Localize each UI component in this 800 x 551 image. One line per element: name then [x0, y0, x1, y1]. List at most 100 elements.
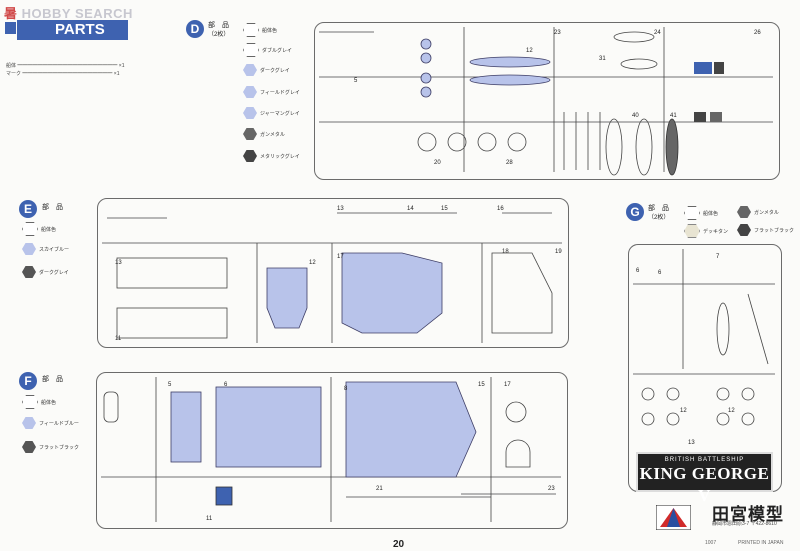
- watermark: 暑 HOBBY SEARCH: [4, 3, 133, 22]
- svg-text:12: 12: [728, 408, 735, 414]
- page-number: 20: [393, 539, 405, 550]
- svg-text:23: 23: [548, 486, 555, 492]
- svg-text:17: 17: [504, 382, 511, 388]
- section-e-legend-2: スカイブルー: [22, 243, 69, 255]
- hex-dark-icon: [243, 128, 257, 140]
- section-d-qty: （2枚）: [208, 32, 230, 38]
- hex-dark-icon: [737, 206, 751, 218]
- header-square: [5, 22, 16, 34]
- section-e-legend-3: ダークグレイ: [22, 266, 69, 278]
- svg-text:19: 19: [555, 249, 562, 255]
- svg-text:12: 12: [526, 48, 533, 54]
- section-g-legend-1: 船体色: [684, 206, 718, 220]
- legend-hull-line: 船体 ━━━━━━━━━━━━━━━━━━━━ ×1: [6, 63, 125, 69]
- watermark-logo: 暑: [4, 6, 18, 21]
- section-d-legend-3: ダークグレイ: [243, 64, 290, 76]
- svg-text:20: 20: [434, 160, 441, 166]
- svg-text:15: 15: [441, 206, 448, 212]
- svg-text:15: 15: [478, 382, 485, 388]
- hex-white-icon: [243, 43, 259, 57]
- section-f-legend-3: フラットブラック: [22, 441, 79, 453]
- hex-blue-icon: [243, 86, 257, 98]
- hex-dark-icon: [22, 266, 36, 278]
- sprue-f-frame: [96, 372, 568, 529]
- hex-tan-icon: [684, 224, 700, 238]
- section-f-title: 部 品: [42, 376, 63, 383]
- sprue-d-frame: [314, 22, 780, 180]
- footer-printed: PRINTED IN JAPAN: [738, 540, 784, 546]
- svg-text:16: 16: [497, 206, 504, 212]
- section-d-badge: D: [186, 20, 204, 38]
- hex-white-icon: [22, 395, 38, 409]
- section-f-badge: F: [19, 372, 37, 390]
- svg-text:18: 18: [502, 249, 509, 255]
- section-g-legend-2: ガンメタル: [737, 206, 779, 218]
- page-title: PARTS: [17, 20, 128, 40]
- svg-text:14: 14: [407, 206, 414, 212]
- section-e-badge: E: [19, 200, 37, 218]
- svg-text:12: 12: [680, 408, 687, 414]
- hex-white-icon: [684, 206, 700, 220]
- svg-text:11: 11: [206, 516, 213, 522]
- svg-text:40: 40: [632, 113, 639, 119]
- svg-text:31: 31: [599, 56, 606, 62]
- hex-blue-icon: [22, 417, 36, 429]
- svg-text:8: 8: [344, 386, 348, 392]
- ship-name-box: BRITISH BATTLESHIP KING GEORGE V: [636, 452, 773, 505]
- svg-text:13: 13: [115, 260, 122, 266]
- footer-code: 1007: [705, 540, 717, 546]
- hex-dark-icon: [243, 150, 257, 162]
- section-d-legend-1: 船体色: [243, 23, 277, 37]
- sprue-g-parts: 6 6 7 12 12 13: [633, 249, 775, 446]
- sprue-f-parts: 5 6 8 15 17 21 23 11: [101, 377, 561, 522]
- hex-white-icon: [22, 222, 38, 236]
- svg-text:5: 5: [168, 382, 172, 388]
- svg-text:23: 23: [554, 30, 561, 36]
- section-d-legend-2: ダブルグレイ: [243, 43, 292, 57]
- tamiya-logo-icon: [656, 505, 691, 530]
- svg-text:28: 28: [506, 160, 513, 166]
- svg-text:41: 41: [670, 113, 677, 119]
- section-g-badge: G: [626, 203, 644, 221]
- svg-text:24: 24: [654, 30, 661, 36]
- svg-text:26: 26: [754, 30, 761, 36]
- section-d-legend-6: ガンメタル: [243, 128, 285, 140]
- section-d-legend-7: メタリックグレイ: [243, 150, 300, 162]
- watermark-text: HOBBY SEARCH: [21, 6, 133, 21]
- hex-blue-icon: [243, 107, 257, 119]
- section-g-legend-4: フラットブラック: [737, 224, 794, 236]
- section-g-legend-3: デッキタン: [684, 224, 728, 238]
- svg-text:12: 12: [309, 260, 316, 266]
- svg-text:17: 17: [337, 254, 344, 260]
- hex-blue-icon: [243, 64, 257, 76]
- svg-text:13: 13: [688, 440, 695, 446]
- legend-mark-line: マーク ━━━━━━━━━━━━━━━━━━ ×1: [6, 71, 120, 77]
- section-d-legend-5: ジャーマングレイ: [243, 107, 300, 119]
- section-e-legend-1: 船体色: [22, 222, 56, 236]
- sprue-d-parts: 23 12 24 26 31 5 20 28 40 41: [319, 27, 773, 176]
- section-e-title: 部 品: [42, 204, 63, 211]
- brand-name: 田宮模型: [712, 505, 784, 524]
- hex-dark-icon: [22, 441, 36, 453]
- svg-text:7: 7: [716, 254, 720, 260]
- section-g-qty: （2枚）: [648, 215, 670, 221]
- section-d-legend-4: フィールドグレイ: [243, 86, 300, 98]
- svg-text:13: 13: [337, 206, 344, 212]
- section-g-title: 部 品: [648, 205, 669, 212]
- svg-text:6: 6: [658, 270, 662, 276]
- sprue-e-parts: 13 11 12 17 18 19 13 14 15 16: [102, 206, 562, 343]
- section-f-legend-1: 船体色: [22, 395, 56, 409]
- svg-text:11: 11: [115, 336, 122, 342]
- hex-dark-icon: [737, 224, 751, 236]
- ship-title: KING GEORGE V: [639, 464, 770, 505]
- svg-text:6: 6: [224, 382, 228, 388]
- sprue-e-frame: [97, 198, 569, 348]
- hex-white-icon: [243, 23, 259, 37]
- svg-text:21: 21: [376, 486, 383, 492]
- ship-subtitle: BRITISH BATTLESHIP: [664, 457, 745, 463]
- svg-text:5: 5: [354, 78, 358, 84]
- brand-address: 静岡市恩田原3-7 〒422-8610: [712, 521, 777, 527]
- svg-text:6: 6: [636, 268, 640, 274]
- section-f-legend-2: フィールドブルー: [22, 417, 79, 429]
- section-d-title: 部 品: [208, 22, 229, 29]
